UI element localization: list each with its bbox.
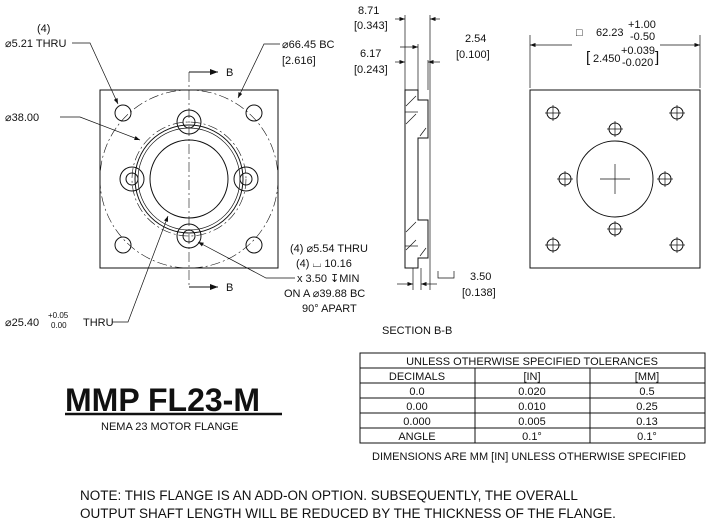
dim-counterbore: 3.50 [470,271,491,283]
dim-mid: 6.17 [360,48,381,60]
section-view: 8.71 [0.343] 6.17 [0.243] 2.54 [0.100] 3… [354,5,496,337]
svg-text:(4) ⌴ 10.16: (4) ⌴ 10.16 [296,258,352,270]
bolt-circle-label: ⌀66.45 BC [282,39,335,51]
header-in: [IN] [523,371,540,383]
pilot-circle [134,124,244,234]
dim-step: 2.54 [465,33,486,45]
width-tol-minus: -0.50 [630,31,655,43]
square-symbol: □ [576,27,583,39]
corner-holes [114,104,263,254]
width-dim: 62.23 [596,27,624,39]
svg-text:0.010: 0.010 [518,401,546,413]
motor-bolt-circle [131,121,247,237]
bracket-left: [ [586,49,591,66]
part-description: NEMA 23 MOTOR FLANGE [101,421,238,433]
dim-total: 8.71 [358,5,379,17]
bore-label: ⌀25.40 [5,317,39,329]
bore-tol-minus: 0.00 [51,321,67,330]
svg-text:ON A ⌀39.88 BC: ON A ⌀39.88 BC [284,288,365,300]
svg-text:0.25: 0.25 [636,401,657,413]
dim-step-in: [0.100] [456,49,490,61]
svg-text:0.1°: 0.1° [637,431,657,443]
width-in-tol-plus: +0.039 [621,45,655,57]
front-view: B B (4) ⌀5.21 THRU ⌀66.45 BC [2.616] ⌀38… [5,23,368,330]
svg-text:ANGLE: ANGLE [398,431,435,443]
width-dim-in: 2.450 [593,53,621,65]
tolerance-table: UNLESS OTHERWISE SPECIFIED TOLERANCES DE… [359,352,706,444]
pilot-label: ⌀38.00 [5,112,39,124]
note-line-1: NOTE: THIS FLANGE IS AN ADD-ON OPTION. S… [80,488,578,503]
svg-text:0.1°: 0.1° [522,431,542,443]
bolt-circle-label-in: [2.616] [282,55,316,67]
svg-text:(4) ⌀5.54 THRU: (4) ⌀5.54 THRU [290,243,368,255]
dim-total-in: [0.343] [354,20,388,32]
svg-text:0.020: 0.020 [518,386,546,398]
units-note: DIMENSIONS ARE MM [IN] UNLESS OTHERWISE … [372,451,686,463]
motor-hole-callout: (4) ⌀5.54 THRU (4) ⌴ 10.16 x 3.50 ↧MIN O… [197,241,368,315]
table-row: ANGLE 0.1° 0.1° [398,431,657,443]
svg-text:90° APART: 90° APART [302,303,357,315]
svg-text:0.5: 0.5 [639,386,654,398]
corner-holes-label: ⌀5.21 THRU [5,38,66,50]
svg-text:0.13: 0.13 [636,416,657,428]
pilot-inner [137,127,241,231]
svg-text:0.0: 0.0 [409,386,424,398]
note-line-2: OUTPUT SHAFT LENGTH WILL BE REDUCED BY T… [80,506,616,521]
section-label: SECTION B-B [382,325,452,337]
svg-text:0.005: 0.005 [518,416,546,428]
section-marker-bottom: B [226,282,233,294]
dim-counterbore-in: [0.138] [462,287,496,299]
dim-mid-in: [0.243] [354,64,388,76]
width-in-tol-minus: -0.020 [622,57,653,69]
svg-text:0.00: 0.00 [406,401,427,413]
svg-text:x 3.50 ↧MIN: x 3.50 ↧MIN [297,273,359,285]
section-marker-top: B [226,67,233,79]
part-number: MMP FL23-M [65,382,260,418]
header-mm: [MM] [635,371,659,383]
table-row: 0.00 0.010 0.25 [406,401,657,413]
side-view: □ 62.23 +1.00 -0.50 [ 2.450 +0.039 -0.02… [529,19,701,269]
width-tol-plus: +1.00 [628,19,656,31]
bracket-right: ] [655,49,659,66]
table-row: 0.0 0.020 0.5 [409,386,654,398]
corner-holes-qty: (4) [37,23,50,35]
table-title: UNLESS OTHERWISE SPECIFIED TOLERANCES [406,356,658,368]
bore-tol-plus: +0.05 [48,311,69,320]
header-decimals: DECIMALS [389,371,445,383]
table-row: 0.000 0.005 0.13 [403,416,657,428]
bore-thru: THRU [83,317,114,329]
svg-text:0.000: 0.000 [403,416,431,428]
